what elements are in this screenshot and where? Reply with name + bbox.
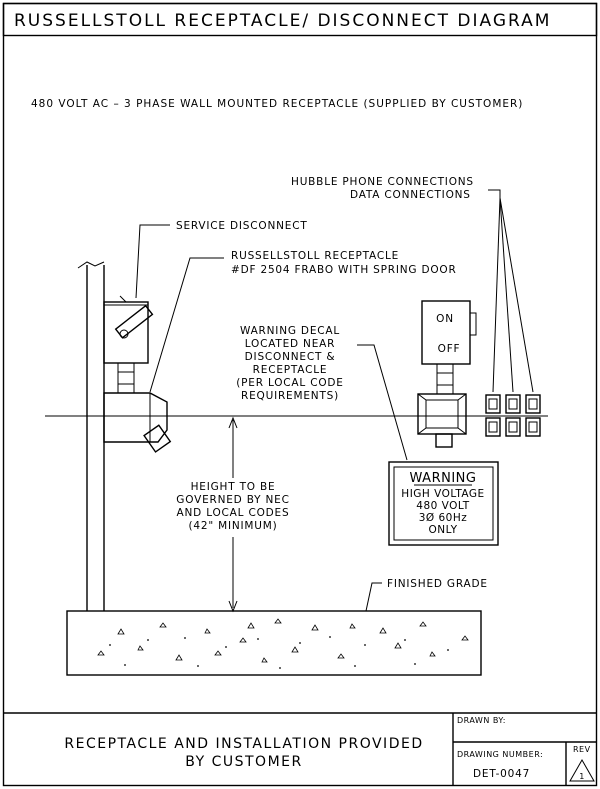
diagram-title: RUSSELLSTOLL RECEPTACLE/ DISCONNECT DIAG…	[14, 11, 551, 31]
label-receptacle-line2: #DF 2504 FRABO WITH SPRING DOOR	[231, 264, 457, 276]
leader-service-disconnect	[135, 224, 170, 299]
height-dimension	[228, 416, 238, 613]
rev-label: REV	[573, 745, 591, 754]
svg-text:AND LOCAL CODES: AND LOCAL CODES	[177, 507, 290, 519]
svg-text:(42" MINIMUM): (42" MINIMUM)	[188, 520, 277, 532]
warning-sign-line3: 3Ø 60Hz	[419, 512, 468, 524]
warning-sign-title: WARNING	[410, 471, 477, 486]
svg-text:LOCATED NEAR: LOCATED NEAR	[245, 338, 335, 350]
svg-text:(PER LOCAL CODE: (PER LOCAL CODE	[236, 377, 343, 389]
rev-triangle	[569, 758, 595, 782]
leader-receptacle	[149, 257, 224, 393]
label-height: HEIGHT TO BE GOVERNED BY NEC AND LOCAL C…	[176, 481, 289, 532]
wall-post	[77, 261, 105, 611]
note-line2: BY CUSTOMER	[185, 754, 302, 770]
concrete-aggregate	[97, 618, 469, 663]
svg-text:GOVERNED BY NEC: GOVERNED BY NEC	[176, 494, 289, 506]
drawing-number: DET-0047	[473, 768, 530, 780]
warning-sign-line2: 480 VOLT	[416, 500, 470, 512]
label-warning-decal: WARNING DECAL LOCATED NEAR DISCONNECT & …	[236, 325, 343, 402]
leader-hubble	[488, 189, 534, 393]
svg-text:REQUIREMENTS): REQUIREMENTS)	[241, 390, 339, 402]
receptacle-box-right	[417, 393, 467, 448]
hubble-connector-grid	[485, 394, 541, 437]
label-finished-grade: FINISHED GRADE	[387, 578, 488, 590]
receptacle-housing	[103, 392, 172, 453]
title-box	[2, 2, 598, 37]
note-line1: RECEPTACLE AND INSTALLATION PROVIDED	[64, 736, 423, 752]
rev-value: 1	[579, 772, 585, 781]
warning-sign-line4: ONLY	[429, 524, 458, 536]
warning-sign-line1: HIGH VOLTAGE	[401, 488, 484, 500]
svg-text:DISCONNECT &: DISCONNECT &	[245, 351, 336, 363]
service-disconnect-box	[103, 295, 154, 364]
diagram-subtitle: 480 VOLT AC – 3 PHASE WALL MOUNTED RECEP…	[31, 98, 523, 110]
svg-text:WARNING DECAL: WARNING DECAL	[240, 325, 340, 337]
label-data-connections: DATA CONNECTIONS	[350, 189, 471, 201]
svg-text:RECEPTACLE: RECEPTACLE	[253, 364, 328, 376]
drawn-by-label: DRAWN BY:	[457, 716, 506, 725]
concrete-slab	[66, 610, 482, 676]
label-hubble-phone: HUBBLE PHONE CONNECTIONS	[291, 176, 474, 188]
warning-sign	[388, 461, 499, 546]
switch-off-label: OFF	[438, 343, 461, 355]
leader-finished-grade	[365, 582, 382, 612]
label-receptacle-line1: RUSSELLSTOLL RECEPTACLE	[231, 250, 399, 262]
drawing-number-label: DRAWING NUMBER:	[457, 750, 543, 759]
conduit-nipple-right	[436, 363, 454, 395]
conduit-nipple-left	[117, 362, 135, 394]
svg-text:HEIGHT TO BE: HEIGHT TO BE	[191, 481, 276, 493]
label-service-disconnect: SERVICE DISCONNECT	[176, 220, 308, 232]
concrete-dots	[109, 636, 449, 669]
leader-warning-decal	[357, 344, 408, 461]
switch-on-label: ON	[436, 313, 454, 325]
